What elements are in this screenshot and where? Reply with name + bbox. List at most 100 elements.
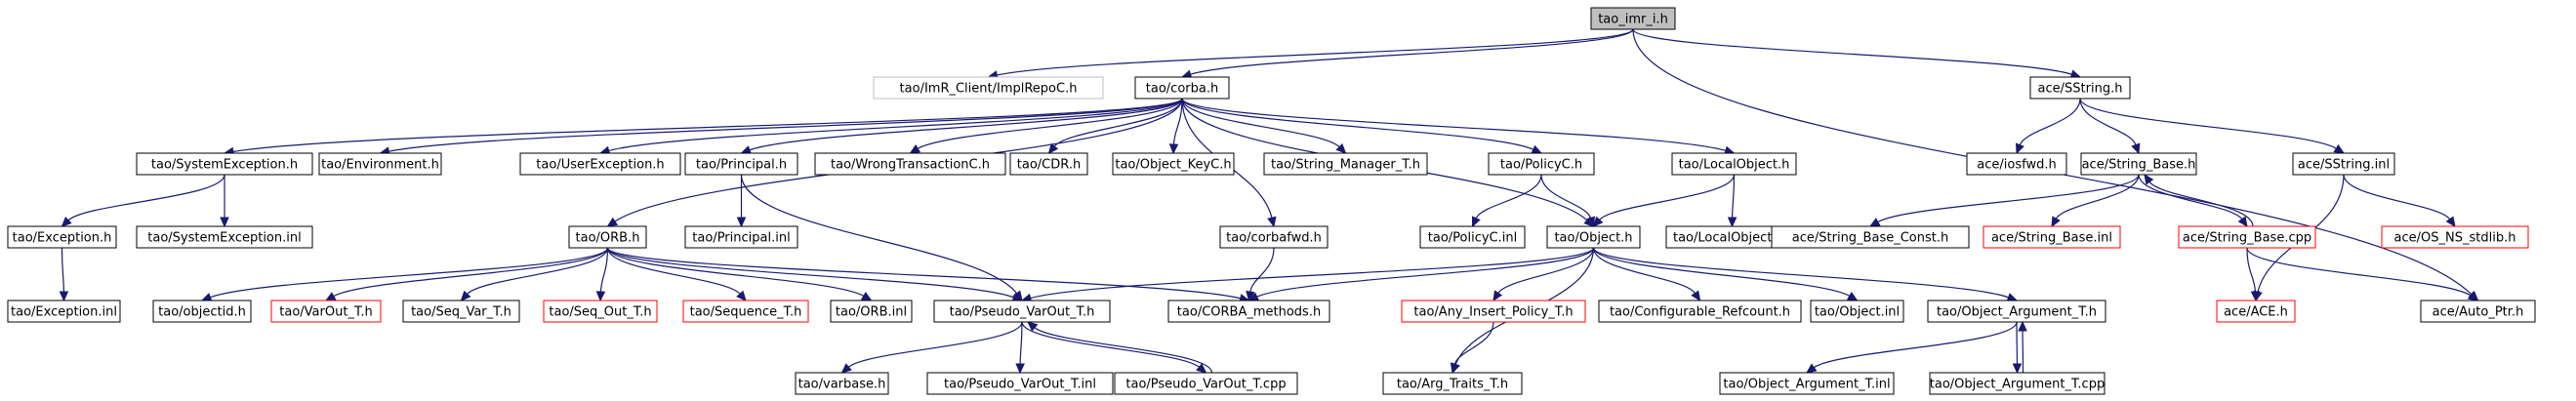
node-box — [1112, 152, 1235, 176]
node-label: tao/CDR.h — [1017, 158, 1081, 173]
node-anyinsert[interactable]: tao/Any_Insert_Policy_T.h — [1401, 300, 1586, 323]
node-label: tao/corba.h — [1146, 82, 1218, 97]
node-principalinl[interactable]: tao/Principal.inl — [684, 225, 798, 249]
node-label: tao/Configurable_Refcount.h — [1610, 305, 1790, 320]
node-sysexc[interactable]: tao/SystemException.h — [136, 152, 313, 176]
edge-orb-to-orbinl — [606, 247, 873, 301]
node-sstringinl[interactable]: ace/SString.inl — [2292, 152, 2395, 176]
node-box — [684, 152, 798, 176]
node-orbinl[interactable]: tao/ORB.inl — [830, 300, 913, 323]
node-pseudovarout[interactable]: tao/Pseudo_VarOut_T.h — [933, 300, 1111, 323]
node-label: ace/String_Base.inl — [1991, 231, 2112, 246]
node-pseudovaroutinl[interactable]: tao/Pseudo_VarOut_T.inl — [926, 372, 1114, 395]
node-label: tao/Any_Insert_Policy_T.h — [1413, 305, 1573, 320]
node-box — [136, 225, 313, 249]
node-box — [933, 300, 1111, 323]
node-box — [1167, 300, 1330, 323]
node-autoptr[interactable]: ace/Auto_Ptr.h — [2420, 300, 2536, 323]
node-label: tao/ORB.h — [576, 231, 640, 246]
node-box — [1009, 152, 1088, 176]
edge-orb-to-objectid — [200, 247, 609, 301]
node-root[interactable]: tao_imr_i.h — [1590, 7, 1676, 30]
node-localobjinl[interactable]: tao/LocalObject.inl — [1665, 225, 1799, 249]
edge-localobj-to-localobjinl — [1727, 174, 1738, 228]
node-seqvar[interactable]: tao/Seq_Var_T.h — [402, 300, 520, 323]
node-objarg[interactable]: tao/Object_Argument_T.h — [1927, 300, 2106, 323]
node-orb[interactable]: tao/ORB.h — [568, 225, 647, 249]
node-label: tao/LocalObject.inl — [1673, 231, 1791, 246]
node-sequence[interactable]: tao/Sequence_T.h — [682, 300, 809, 323]
edge-pseudovaroutcpp-to-pseudovarout — [1027, 321, 1213, 374]
node-sysexcinl[interactable]: tao/SystemException.inl — [136, 225, 313, 249]
node-box — [270, 300, 382, 323]
node-varout[interactable]: tao/VarOut_T.h — [270, 300, 382, 323]
node-label: tao/Arg_Traits_T.h — [1397, 378, 1508, 392]
node-strbaseconst[interactable]: ace/String_Base_Const.h — [1771, 225, 1970, 249]
edge-orb-to-seqvar — [460, 247, 609, 301]
node-strbasecpp[interactable]: ace/String_Base.cpp — [2178, 225, 2316, 249]
node-box — [926, 372, 1114, 395]
node-corbafwd[interactable]: tao/corbafwd.h — [1219, 225, 1329, 249]
node-box — [1719, 372, 1895, 395]
node-osnsstdlib[interactable]: ace/OS_NS_stdlib.h — [2381, 225, 2529, 249]
edge-objarg-to-objarginl — [1806, 321, 2018, 374]
node-box — [402, 300, 520, 323]
node-objargcpp[interactable]: tao/Object_Argument_T.cpp — [1929, 372, 2106, 395]
edge-strbasecpp-to-autoptr — [2246, 247, 2479, 301]
edge-policyc-to-policycinl — [1471, 174, 1542, 228]
edge-object-to-corbamethods — [1247, 247, 1595, 301]
node-label: ace/ACE.h — [2224, 305, 2288, 320]
edge-sysexc-to-exception — [61, 174, 225, 227]
node-corbamethods[interactable]: tao/CORBA_methods.h — [1167, 300, 1330, 323]
node-object[interactable]: tao/Object.h — [1546, 225, 1641, 249]
node-varbase[interactable]: tao/varbase.h — [795, 372, 889, 395]
node-exception[interactable]: tao/Exception.h — [7, 225, 117, 249]
node-argtraits[interactable]: tao/Arg_Traits_T.h — [1382, 372, 1523, 395]
edge-corba-to-strmgr — [1181, 98, 1347, 154]
node-box — [1219, 225, 1329, 249]
node-localobj[interactable]: tao/LocalObject.h — [1671, 152, 1797, 176]
node-policycinl[interactable]: tao/PolicyC.inl — [1419, 225, 1526, 249]
node-cdr[interactable]: tao/CDR.h — [1009, 152, 1088, 176]
node-box — [2080, 152, 2197, 176]
node-objectinl[interactable]: tao/Object.inl — [1810, 300, 1904, 323]
edge-localobj-to-object — [1592, 174, 1736, 227]
node-wrongtx[interactable]: tao/WrongTransactionC.h — [814, 152, 1006, 176]
node-box — [1927, 300, 2106, 323]
node-label: tao/Object.inl — [1815, 305, 1900, 320]
node-principal[interactable]: tao/Principal.h — [684, 152, 798, 176]
node-sstring[interactable]: ace/SString.h — [2029, 76, 2131, 100]
edge-corbafwd-to-corbamethods — [1246, 247, 1275, 302]
edge-strbase-to-strbaseconst — [1868, 174, 2140, 227]
node-ace[interactable]: ace/ACE.h — [2216, 300, 2296, 323]
node-corba[interactable]: tao/corba.h — [1134, 76, 1230, 100]
node-environment[interactable]: tao/Environment.h — [318, 152, 442, 176]
node-box — [1810, 300, 1904, 323]
node-seqout[interactable]: tao/Seq_Out_T.h — [543, 300, 658, 323]
node-iosfwd[interactable]: ace/iosfwd.h — [1966, 152, 2067, 176]
node-box — [1419, 225, 1526, 249]
edge-pseudovarout-to-pseudovaroutcpp — [1021, 321, 1207, 374]
node-label: ace/String_Base.h — [2082, 158, 2196, 173]
node-box — [2178, 225, 2316, 249]
node-box — [7, 300, 121, 323]
node-box — [682, 300, 809, 323]
edge-sstringinl-to-osnsstdlib — [2343, 174, 2456, 228]
node-strmgr[interactable]: tao/String_Manager_T.h — [1263, 152, 1428, 176]
node-box — [1263, 152, 1428, 176]
node-implrepoc[interactable]: tao/ImR_Client/ImplRepoC.h — [873, 76, 1104, 100]
node-box — [152, 300, 252, 323]
node-box — [2292, 152, 2395, 176]
node-configref[interactable]: tao/Configurable_Refcount.h — [1598, 300, 1802, 323]
node-strbase[interactable]: ace/String_Base.h — [2080, 152, 2197, 176]
node-box — [1134, 76, 1230, 100]
node-objectid[interactable]: tao/objectid.h — [152, 300, 252, 323]
node-label: tao/UserException.h — [536, 158, 664, 173]
node-pseudovaroutcpp[interactable]: tao/Pseudo_VarOut_T.cpp — [1114, 372, 1298, 395]
node-strbaseinl[interactable]: ace/String_Base.inl — [1983, 225, 2121, 249]
node-userexc[interactable]: tao/UserException.h — [519, 152, 681, 176]
node-objkeyc[interactable]: tao/Object_KeyC.h — [1112, 152, 1235, 176]
node-policyc[interactable]: tao/PolicyC.h — [1488, 152, 1595, 176]
node-objarginl[interactable]: tao/Object_Argument_T.inl — [1719, 372, 1895, 395]
node-exceptioninl[interactable]: tao/Exception.inl — [7, 300, 121, 323]
